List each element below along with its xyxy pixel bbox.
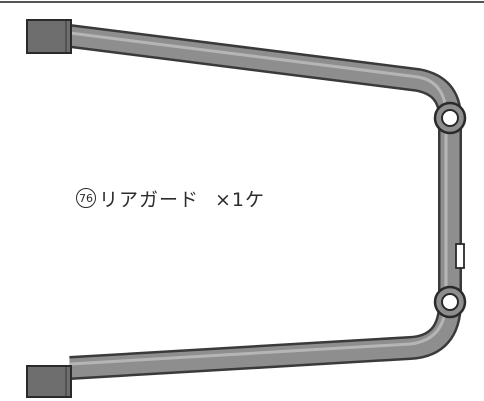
top-end-cap — [26, 19, 72, 54]
lower-mounting-hole — [433, 285, 467, 319]
bottom-end-cap — [26, 365, 72, 398]
side-tab-bracket — [455, 243, 465, 269]
part-name: リアガード — [99, 188, 200, 211]
part-label: 76 リアガード ×1ケ — [76, 183, 265, 213]
upper-mounting-hole — [433, 101, 467, 135]
part-number-badge: 76 — [76, 188, 96, 208]
part-quantity: ×1ケ — [215, 188, 266, 211]
